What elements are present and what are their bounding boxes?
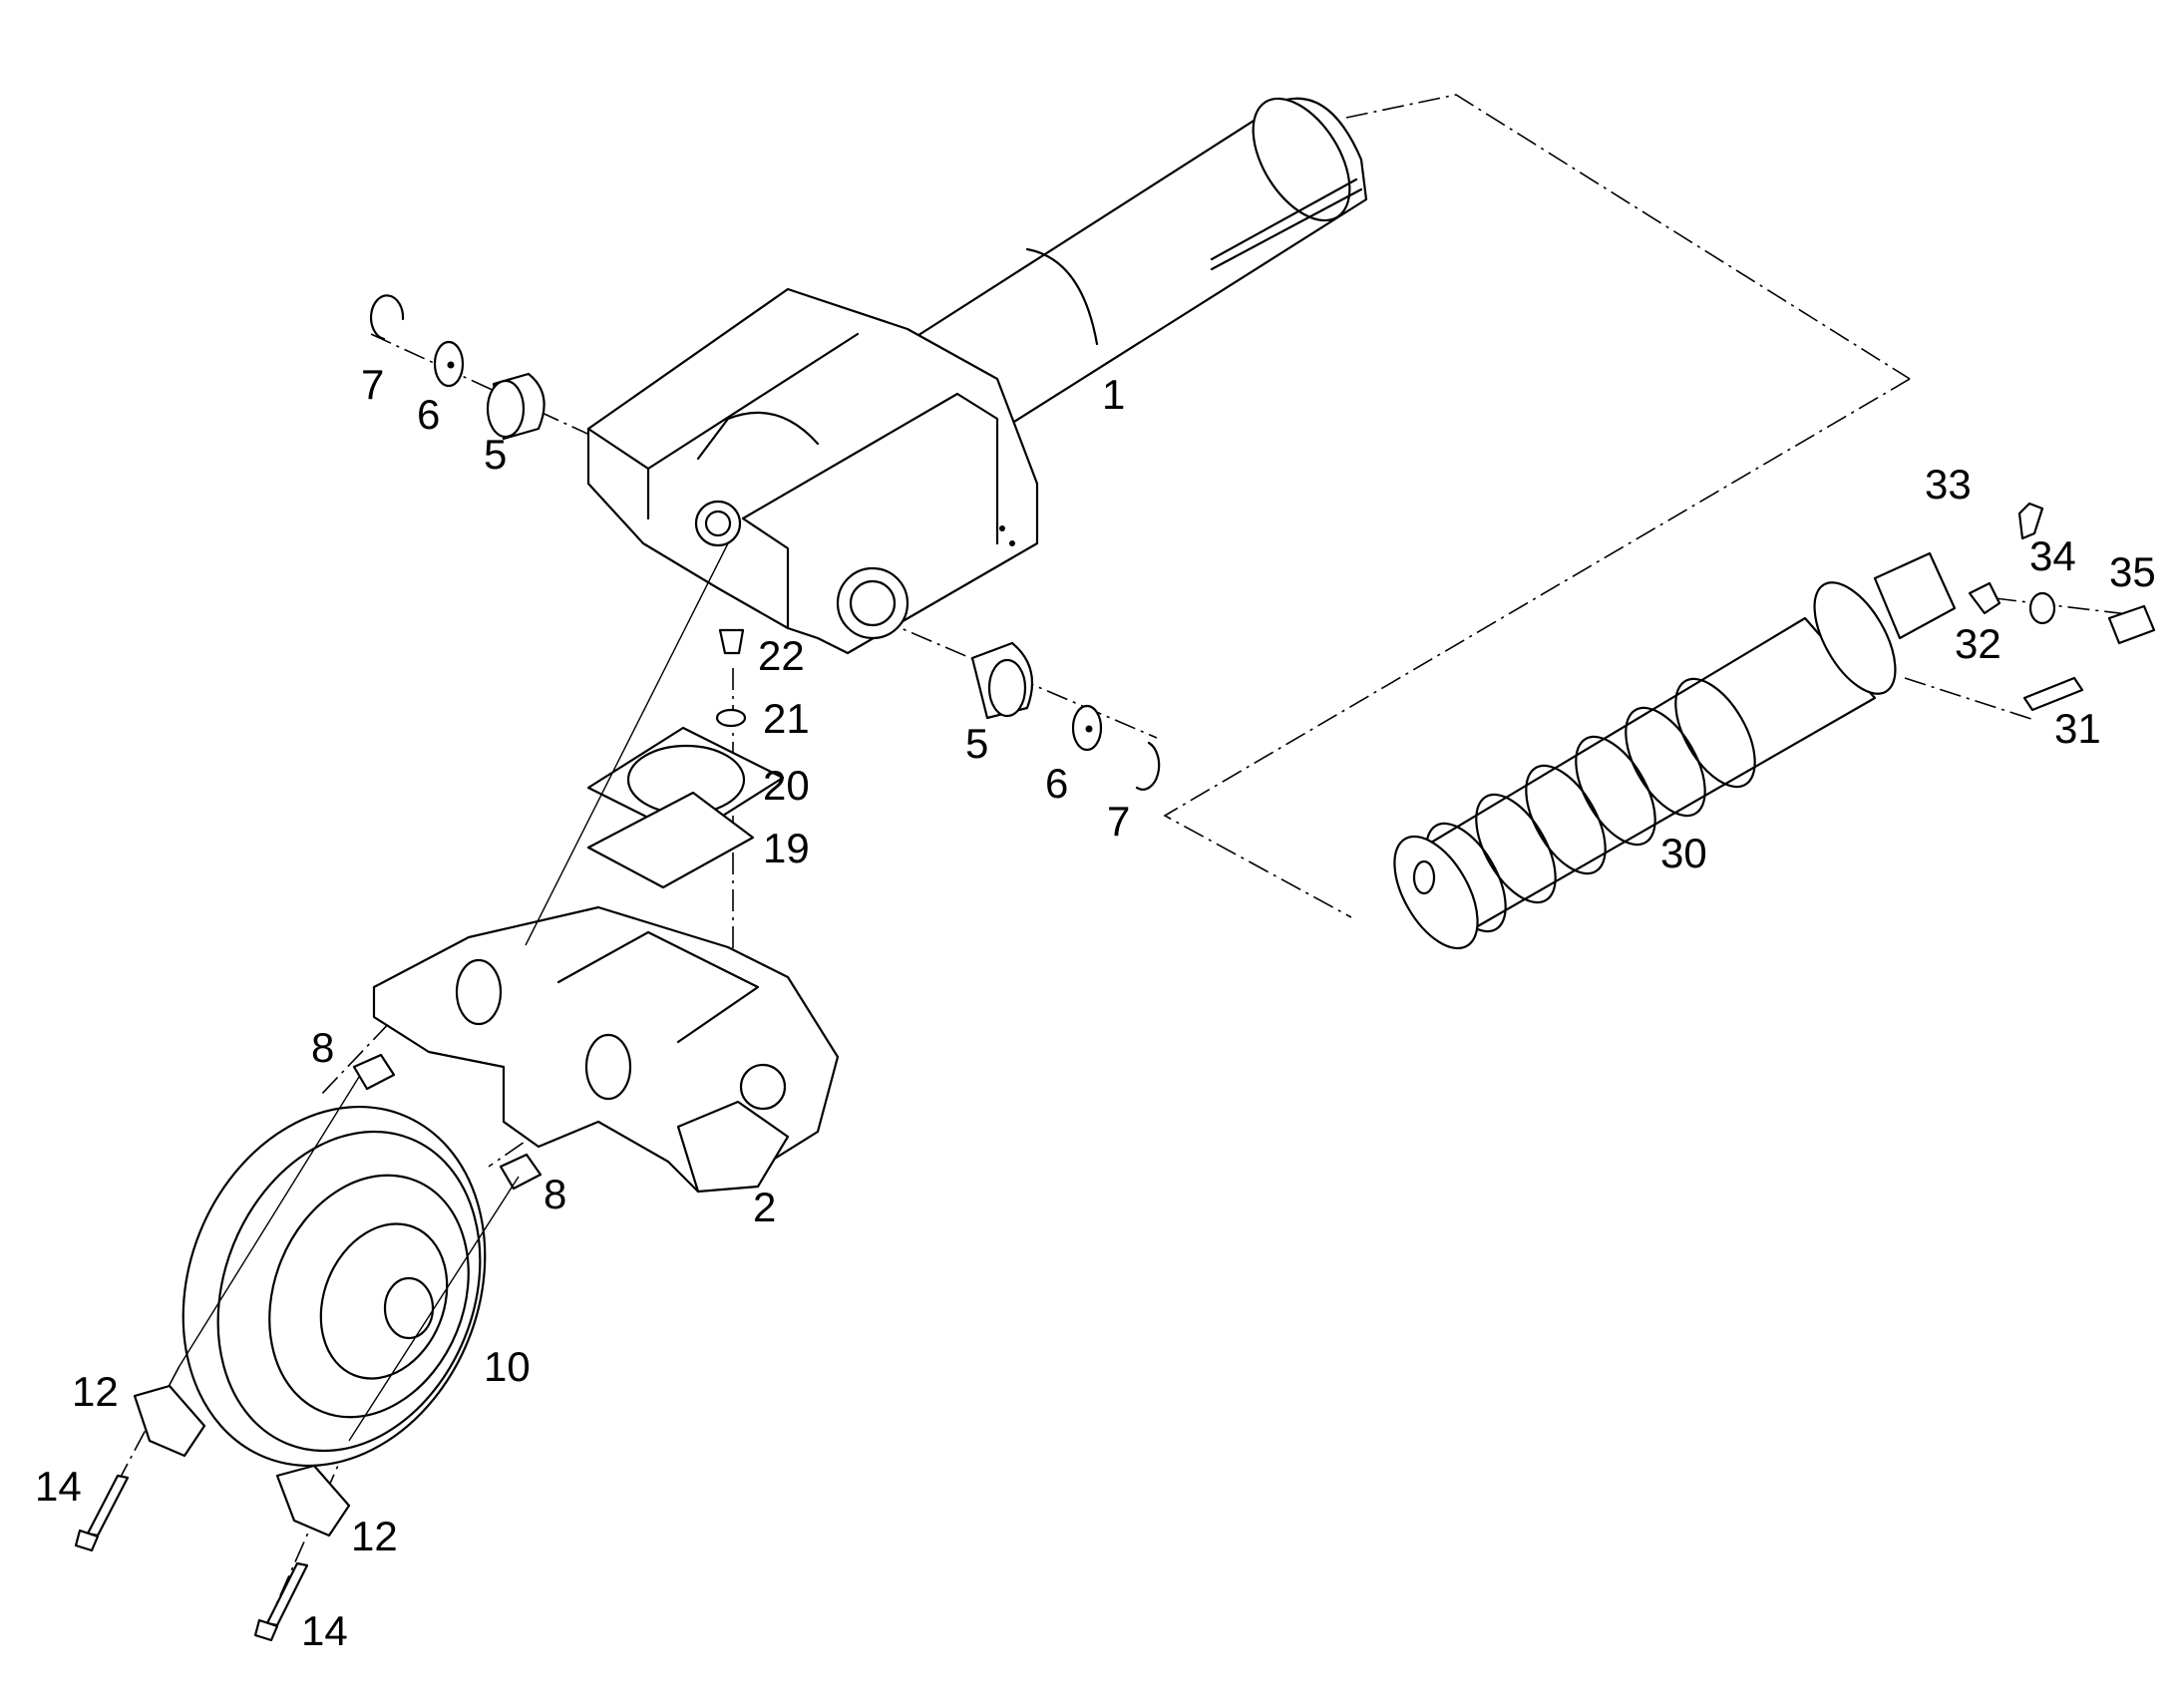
spring-end (1393, 835, 1479, 950)
bolt-14-left (86, 1474, 130, 1537)
tube-collar (1025, 247, 1099, 346)
callout-8-lower: 8 (544, 1171, 566, 1217)
assembly-line-wedge-left (318, 996, 415, 1098)
callout-5-right: 5 (965, 720, 988, 767)
bracket-32 (1968, 581, 2001, 615)
callout-6-left: 6 (417, 391, 440, 438)
bolt-22 (718, 628, 745, 655)
idler-rim-inner (216, 1130, 482, 1453)
bolt-14-left-head (74, 1529, 100, 1552)
wedge-8-lower (499, 1153, 543, 1191)
bolt-35 (2107, 604, 2156, 645)
bushing-5-right-face (987, 658, 1027, 718)
callout-21: 21 (763, 695, 810, 742)
assembly-line-spring-return (1163, 378, 1911, 918)
callout-34: 34 (2029, 532, 2076, 579)
callout-8-upper: 8 (311, 1024, 334, 1071)
assembly-line-left-pin (370, 333, 599, 440)
callout-1: 1 (1102, 371, 1125, 418)
block-12-right (275, 1464, 351, 1537)
assembly-line-bolt-35 (1994, 597, 2145, 617)
callout-2: 2 (753, 1184, 776, 1230)
callout-31: 31 (2054, 705, 2101, 752)
cover-assembly (586, 628, 785, 889)
callout-14-right: 14 (301, 1607, 348, 1654)
frame-pocket (696, 411, 820, 461)
washer-6-right-hole (1085, 725, 1093, 733)
yoke-eye-left (455, 958, 503, 1026)
snap-ring-7-left (369, 294, 405, 341)
callout-33: 33 (1925, 461, 1972, 508)
frame-bushing-right (836, 566, 909, 640)
callout-32: 32 (1955, 620, 2001, 667)
tube-body (910, 97, 1368, 441)
yoke-hub (739, 1063, 787, 1111)
frame-box (586, 287, 1039, 655)
tube-slot (1210, 187, 1363, 271)
washer-6-left-hole (447, 361, 455, 369)
callout-6-right: 6 (1045, 760, 1068, 807)
bolt-31 (2022, 676, 2084, 712)
yoke-top-face (556, 930, 760, 1044)
leader-lines (179, 542, 729, 1442)
bushing-5-left-face (486, 379, 526, 439)
yoke-foot (676, 1100, 790, 1194)
spring-flange (1813, 581, 1897, 695)
callout-7-left: 7 (361, 361, 384, 408)
right-pin-set (970, 641, 1161, 791)
tube-slot-edge (1210, 177, 1358, 261)
idler-rim-outer (182, 1105, 487, 1468)
blocks-12 (133, 1384, 351, 1537)
part-1-frame-assembly (586, 97, 1368, 655)
part-2-yoke (372, 905, 840, 1194)
assembly-line-bolt-31 (1904, 677, 2035, 721)
frame-bushing-left (694, 500, 742, 547)
yoke-eye-right (584, 1033, 632, 1101)
snap-ring-7-right (1135, 741, 1161, 791)
callout-20: 20 (763, 762, 810, 809)
bolts-14 (74, 1474, 309, 1642)
wedges-8 (352, 1053, 543, 1191)
tube-end (1252, 97, 1351, 222)
callout-labels: 1 2 5 5 6 6 7 7 8 8 10 12 12 14 14 19 20… (35, 361, 2156, 1654)
callout-5-left: 5 (484, 431, 507, 478)
callout-19: 19 (763, 825, 810, 871)
part-30-recoil-spring (1393, 551, 1957, 950)
left-pin-set (369, 294, 545, 441)
frame-bolt-hole-2 (1009, 540, 1015, 546)
callout-22: 22 (758, 632, 805, 679)
wedge-8-upper (352, 1053, 396, 1091)
spring-rod-end (1412, 859, 1436, 895)
bolt-14-right-head (253, 1618, 279, 1642)
gasket-19 (586, 791, 755, 889)
washer-21 (715, 708, 747, 728)
nipple-33 (2017, 502, 2044, 540)
frame-bushing-right-inner (849, 579, 897, 627)
idler-axle (383, 1276, 435, 1340)
callout-10: 10 (484, 1343, 531, 1390)
callout-12-right: 12 (351, 1513, 398, 1559)
small-parts (1968, 502, 2156, 712)
leader-frame-yoke (525, 542, 729, 946)
callout-7-right: 7 (1107, 798, 1130, 845)
frame-right-rail (741, 392, 999, 545)
leader-wedge-wheel-2 (348, 1176, 520, 1442)
assembly-line-frame-to-spring (1345, 94, 1911, 380)
callout-35: 35 (2109, 548, 2156, 595)
part-10-idler-wheel (182, 1105, 487, 1468)
callout-30: 30 (1660, 830, 1707, 876)
frame-right-face (741, 516, 790, 630)
leader-wedge-wheel (179, 1076, 360, 1367)
spring-cylinder-head (1873, 551, 1957, 640)
washer-34 (2028, 591, 2056, 625)
callout-14-left: 14 (35, 1463, 82, 1510)
idler-hub-inner (319, 1222, 449, 1380)
frame-bolt-hole (999, 525, 1005, 531)
callout-12-left: 12 (72, 1368, 119, 1415)
idler-hub-ring (268, 1174, 470, 1419)
frame-bushing-left-inner (704, 510, 732, 537)
block-12-left (133, 1384, 206, 1458)
